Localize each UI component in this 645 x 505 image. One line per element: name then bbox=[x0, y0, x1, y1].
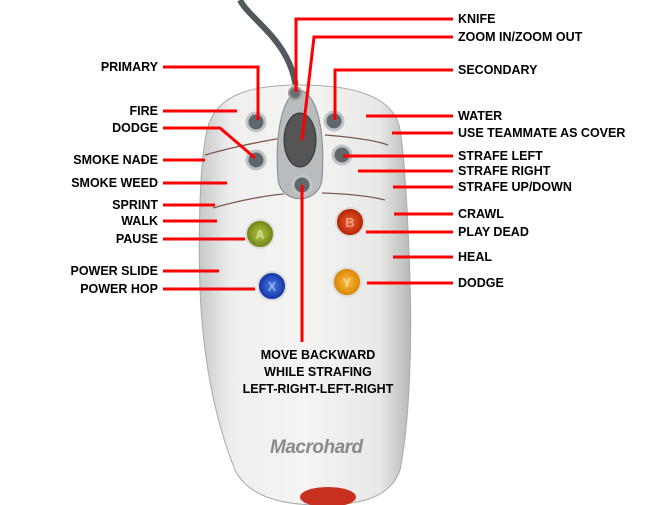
button-x bbox=[257, 271, 287, 301]
mouse-body bbox=[198, 84, 412, 505]
label-strafe-right: STRAFE RIGHT bbox=[458, 164, 551, 178]
label-strafe-updown: STRAFE UP/DOWN bbox=[458, 180, 572, 194]
button-y bbox=[332, 267, 362, 297]
label-secondary: SECONDARY bbox=[458, 63, 538, 77]
button-a bbox=[245, 219, 275, 249]
label-strafe-left: STRAFE LEFT bbox=[458, 149, 543, 163]
bottom-line-3: LEFT-RIGHT-LEFT-RIGHT bbox=[242, 382, 394, 396]
button-x-letter: X bbox=[268, 279, 277, 294]
mouse-cable bbox=[237, 0, 299, 89]
label-play-dead: PLAY DEAD bbox=[458, 225, 529, 239]
label-power-slide: POWER SLIDE bbox=[70, 264, 158, 278]
label-zoom: ZOOM IN/ZOOM OUT bbox=[458, 30, 583, 44]
label-dodge-right: DODGE bbox=[458, 276, 504, 290]
label-water: WATER bbox=[458, 109, 503, 123]
label-knife: KNIFE bbox=[458, 12, 496, 26]
leader-lines bbox=[163, 17, 453, 342]
label-sprint: SPRINT bbox=[112, 198, 158, 212]
button-b-letter: B bbox=[345, 215, 354, 230]
label-smoke-weed: SMOKE WEED bbox=[71, 176, 158, 190]
bottom-line-1: MOVE BACKWARD bbox=[260, 348, 376, 362]
button-a-letter: A bbox=[255, 227, 265, 242]
button-b bbox=[335, 207, 365, 237]
label-primary: PRIMARY bbox=[100, 60, 158, 74]
label-use-teammate: USE TEAMMATE AS COVER bbox=[458, 126, 626, 140]
mouse-light bbox=[300, 487, 356, 505]
label-walk: WALK bbox=[121, 214, 158, 228]
label-dodge-left: DODGE bbox=[112, 121, 158, 135]
label-pause: PAUSE bbox=[115, 232, 158, 246]
label-smoke-nade: SMOKE NADE bbox=[73, 153, 158, 167]
label-move-backward: MOVE BACKWARD WHILE STRAFING LEFT-RIGHT-… bbox=[218, 347, 418, 398]
label-heal: HEAL bbox=[458, 250, 493, 264]
brand-logo: Macrohard bbox=[270, 437, 363, 458]
button-y-letter: Y bbox=[343, 275, 352, 290]
label-fire: FIRE bbox=[129, 104, 158, 118]
bottom-line-2: WHILE STRAFING bbox=[264, 365, 372, 379]
scroll-wheel bbox=[283, 112, 317, 168]
label-crawl: CRAWL bbox=[458, 207, 504, 221]
label-power-hop: POWER HOP bbox=[80, 282, 158, 296]
